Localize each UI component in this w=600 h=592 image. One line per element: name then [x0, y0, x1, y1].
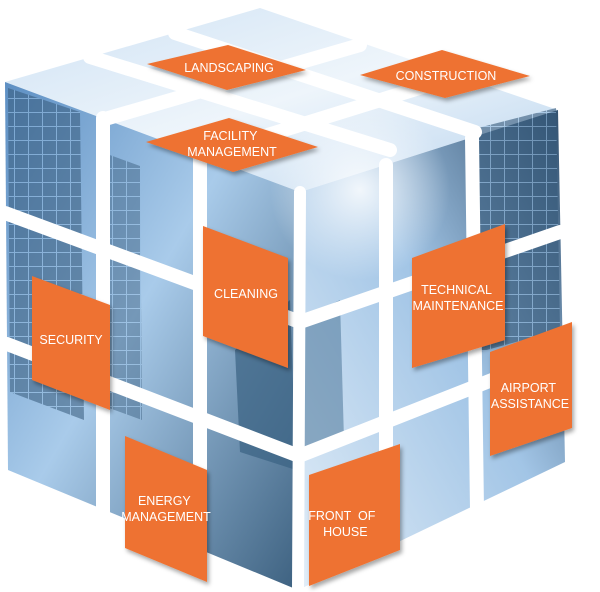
construction-tile[interactable]: [360, 50, 530, 98]
cleaning-tile[interactable]: [203, 226, 288, 368]
airport-assistance-tile[interactable]: [490, 322, 572, 456]
cleaning-label: CLEANING: [214, 287, 278, 301]
cube-faces: [5, 8, 565, 590]
security-tile[interactable]: [32, 276, 110, 410]
energy-management-label: ENERGY MANAGEMENT: [121, 494, 211, 524]
security-label: SECURITY: [39, 333, 103, 347]
landscaping-tile[interactable]: [147, 45, 306, 90]
front-of-house-tile[interactable]: [309, 444, 400, 586]
technical-maintenance-tile[interactable]: [412, 224, 505, 368]
center-tower-2: [298, 300, 344, 460]
landscaping-label: LANDSCAPING: [184, 61, 274, 75]
construction-label: CONSTRUCTION: [396, 69, 497, 83]
service-tiles: [32, 45, 572, 586]
airport-assistance-label: AIRPORT ASSISTANCE: [491, 381, 569, 411]
sun-glare: [270, 100, 450, 280]
service-labels: LANDSCAPING CONSTRUCTION FACILITY MANAGE…: [39, 61, 569, 539]
facility-management-label: FACILITY MANAGEMENT: [187, 129, 277, 159]
energy-management-tile[interactable]: [125, 436, 207, 582]
front-of-house-label: FRONT OF HOUSE: [308, 509, 399, 539]
facility-management-tile[interactable]: [146, 118, 318, 172]
technical-maintenance-label: TECHNICAL MAINTENANCE: [413, 283, 504, 313]
